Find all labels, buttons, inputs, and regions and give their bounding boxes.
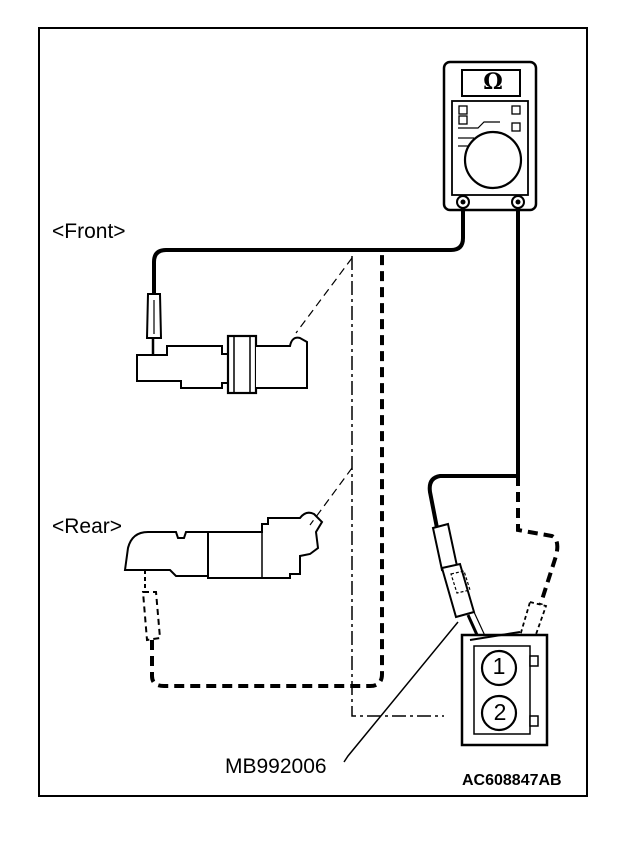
front-probe xyxy=(145,293,163,358)
pin-2-label: 2 xyxy=(493,699,507,725)
connector-probe-lead xyxy=(427,208,520,529)
reference-line xyxy=(351,256,444,717)
circuit-tester xyxy=(442,60,538,212)
rear-harness-lead xyxy=(150,252,384,688)
pin-1-label: 1 xyxy=(492,653,506,679)
figure-code: AC608847AB xyxy=(462,772,562,789)
ohm-symbol: Ω xyxy=(483,69,503,95)
tester-display xyxy=(461,69,521,97)
front-probe-lead xyxy=(152,208,465,294)
rear-label: <Rear> xyxy=(52,515,123,538)
rear-probe xyxy=(141,570,162,642)
tool-label: MB992006 xyxy=(225,755,327,778)
front-sensor xyxy=(136,334,308,395)
rear-leader xyxy=(309,467,353,526)
figure-frame xyxy=(38,27,588,797)
harness-connector xyxy=(460,631,549,747)
front-leader xyxy=(295,257,353,334)
connector-pin-2 xyxy=(480,694,518,732)
pin2-dashed-lead xyxy=(506,476,560,701)
front-label: <Front> xyxy=(52,220,126,243)
tester-dial xyxy=(463,130,523,190)
tool-leader xyxy=(343,621,459,763)
connector-pin-1 xyxy=(480,649,518,687)
rear-sensor xyxy=(123,511,324,579)
